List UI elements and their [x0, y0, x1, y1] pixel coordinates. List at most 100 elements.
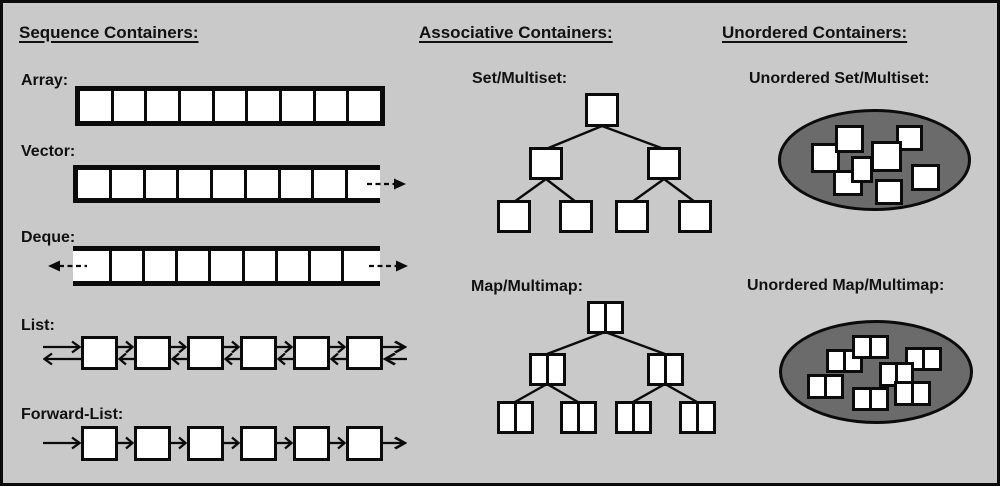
set-binary-tree-diagram [497, 93, 712, 233]
tree-node [647, 147, 681, 180]
forward-list-node [134, 426, 171, 461]
array-label: Array: [21, 72, 69, 89]
deque-cell [108, 251, 142, 281]
list-label: List: [21, 317, 55, 334]
right-arrow-icon [118, 436, 134, 450]
forward-list-diagram [43, 426, 407, 461]
deque-diagram [73, 246, 381, 286]
deque-label: Deque: [21, 229, 76, 246]
tree-pair-node [560, 401, 597, 434]
deque-cells [108, 251, 345, 281]
list-node [134, 336, 171, 370]
unordered-set-multiset-label: Unordered Set/Multiset: [749, 70, 930, 87]
deque-cell [141, 251, 176, 281]
deque-cell [241, 251, 275, 281]
vector-cell [213, 170, 247, 198]
vector-growth-arrow-icon [367, 178, 406, 190]
hash-pair-box [894, 381, 931, 406]
right-arrow-icon [330, 436, 346, 450]
bidirectional-arrow-icon [277, 340, 293, 366]
hash-element-box [811, 143, 840, 173]
tree-pair-node [497, 401, 534, 434]
array-cell [147, 91, 182, 121]
vector-cell [78, 170, 112, 198]
vector-cell [179, 170, 213, 198]
unordered-map-multimap-label: Unordered Map/Multimap: [747, 277, 945, 294]
hash-pair-box [905, 347, 942, 371]
array-cell [113, 91, 148, 121]
deque-growth-arrow-right-icon [369, 260, 408, 272]
right-arrow-icon [224, 436, 240, 450]
tree-pair-nodes [497, 301, 716, 434]
right-arrow-icon [43, 436, 81, 450]
array-cell [315, 91, 350, 121]
vector-label: Vector: [21, 143, 76, 160]
hash-pair-box [807, 374, 844, 399]
tree-node [529, 147, 563, 180]
array-cell [282, 91, 316, 121]
bidirectional-arrow-icon [43, 340, 81, 366]
array-cell [181, 91, 215, 121]
section-title-associative: Associative Containers: [419, 23, 613, 42]
array-cell [214, 91, 249, 121]
tree-node [497, 200, 531, 233]
deque-cell [208, 251, 242, 281]
bidirectional-arrow-icon [171, 340, 187, 366]
array-diagram [75, 86, 385, 126]
list-nodes [81, 336, 407, 370]
array-cell [248, 91, 283, 121]
vector-cell [111, 170, 146, 198]
section-title-sequence: Sequence Containers: [19, 23, 199, 42]
tree-node [678, 200, 712, 233]
list-node [81, 336, 118, 370]
list-node [293, 336, 330, 370]
deque-growth-arrow-left-icon [48, 260, 87, 272]
hash-element-box [896, 125, 923, 151]
bidirectional-arrow-icon [224, 340, 240, 366]
tree-pair-node [647, 353, 684, 386]
forward-list-node [187, 426, 224, 461]
tree-pair-node [679, 401, 716, 434]
list-node [187, 336, 224, 370]
vector-cells [78, 170, 348, 198]
hash-pair-box [826, 349, 863, 373]
map-binary-tree-diagram [497, 301, 716, 434]
array-cell [349, 91, 381, 121]
tree-pair-node [615, 401, 652, 434]
forward-list-nodes [81, 426, 407, 461]
set-multiset-label: Set/Multiset: [472, 70, 568, 87]
vector-cell [246, 170, 281, 198]
hash-element-box [851, 156, 873, 183]
deque-cell [175, 251, 209, 281]
tree-pair-node [587, 301, 624, 334]
hash-element-box [835, 125, 864, 153]
right-arrow-icon [383, 436, 407, 450]
tree-pair-node [529, 353, 566, 386]
deque-cell [274, 251, 309, 281]
hash-element-box [871, 141, 902, 172]
right-arrow-icon [171, 436, 187, 450]
bidirectional-arrow-icon [118, 340, 134, 366]
list-node [240, 336, 277, 370]
unordered-map-hash-bucket-diagram [779, 320, 973, 424]
vector-cell [280, 170, 315, 198]
deque-cell [308, 251, 345, 281]
list-node [346, 336, 383, 370]
bidirectional-arrow-icon [330, 340, 346, 366]
hash-element-box [875, 179, 903, 205]
unordered-set-hash-bucket-diagram [778, 109, 971, 211]
list-diagram [43, 336, 407, 370]
tree-node [559, 200, 593, 233]
section-title-unordered: Unordered Containers: [722, 23, 908, 42]
map-multimap-label: Map/Multimap: [471, 278, 583, 295]
forward-list-node [293, 426, 330, 461]
forward-list-label: Forward-List: [21, 406, 124, 423]
hash-pair-box [852, 335, 889, 359]
vector-cell [314, 170, 348, 198]
vector-open-end [348, 170, 380, 198]
hash-pair-box [852, 387, 889, 411]
right-arrow-icon [277, 436, 293, 450]
tree-node [585, 93, 619, 127]
tree-node [615, 200, 649, 233]
